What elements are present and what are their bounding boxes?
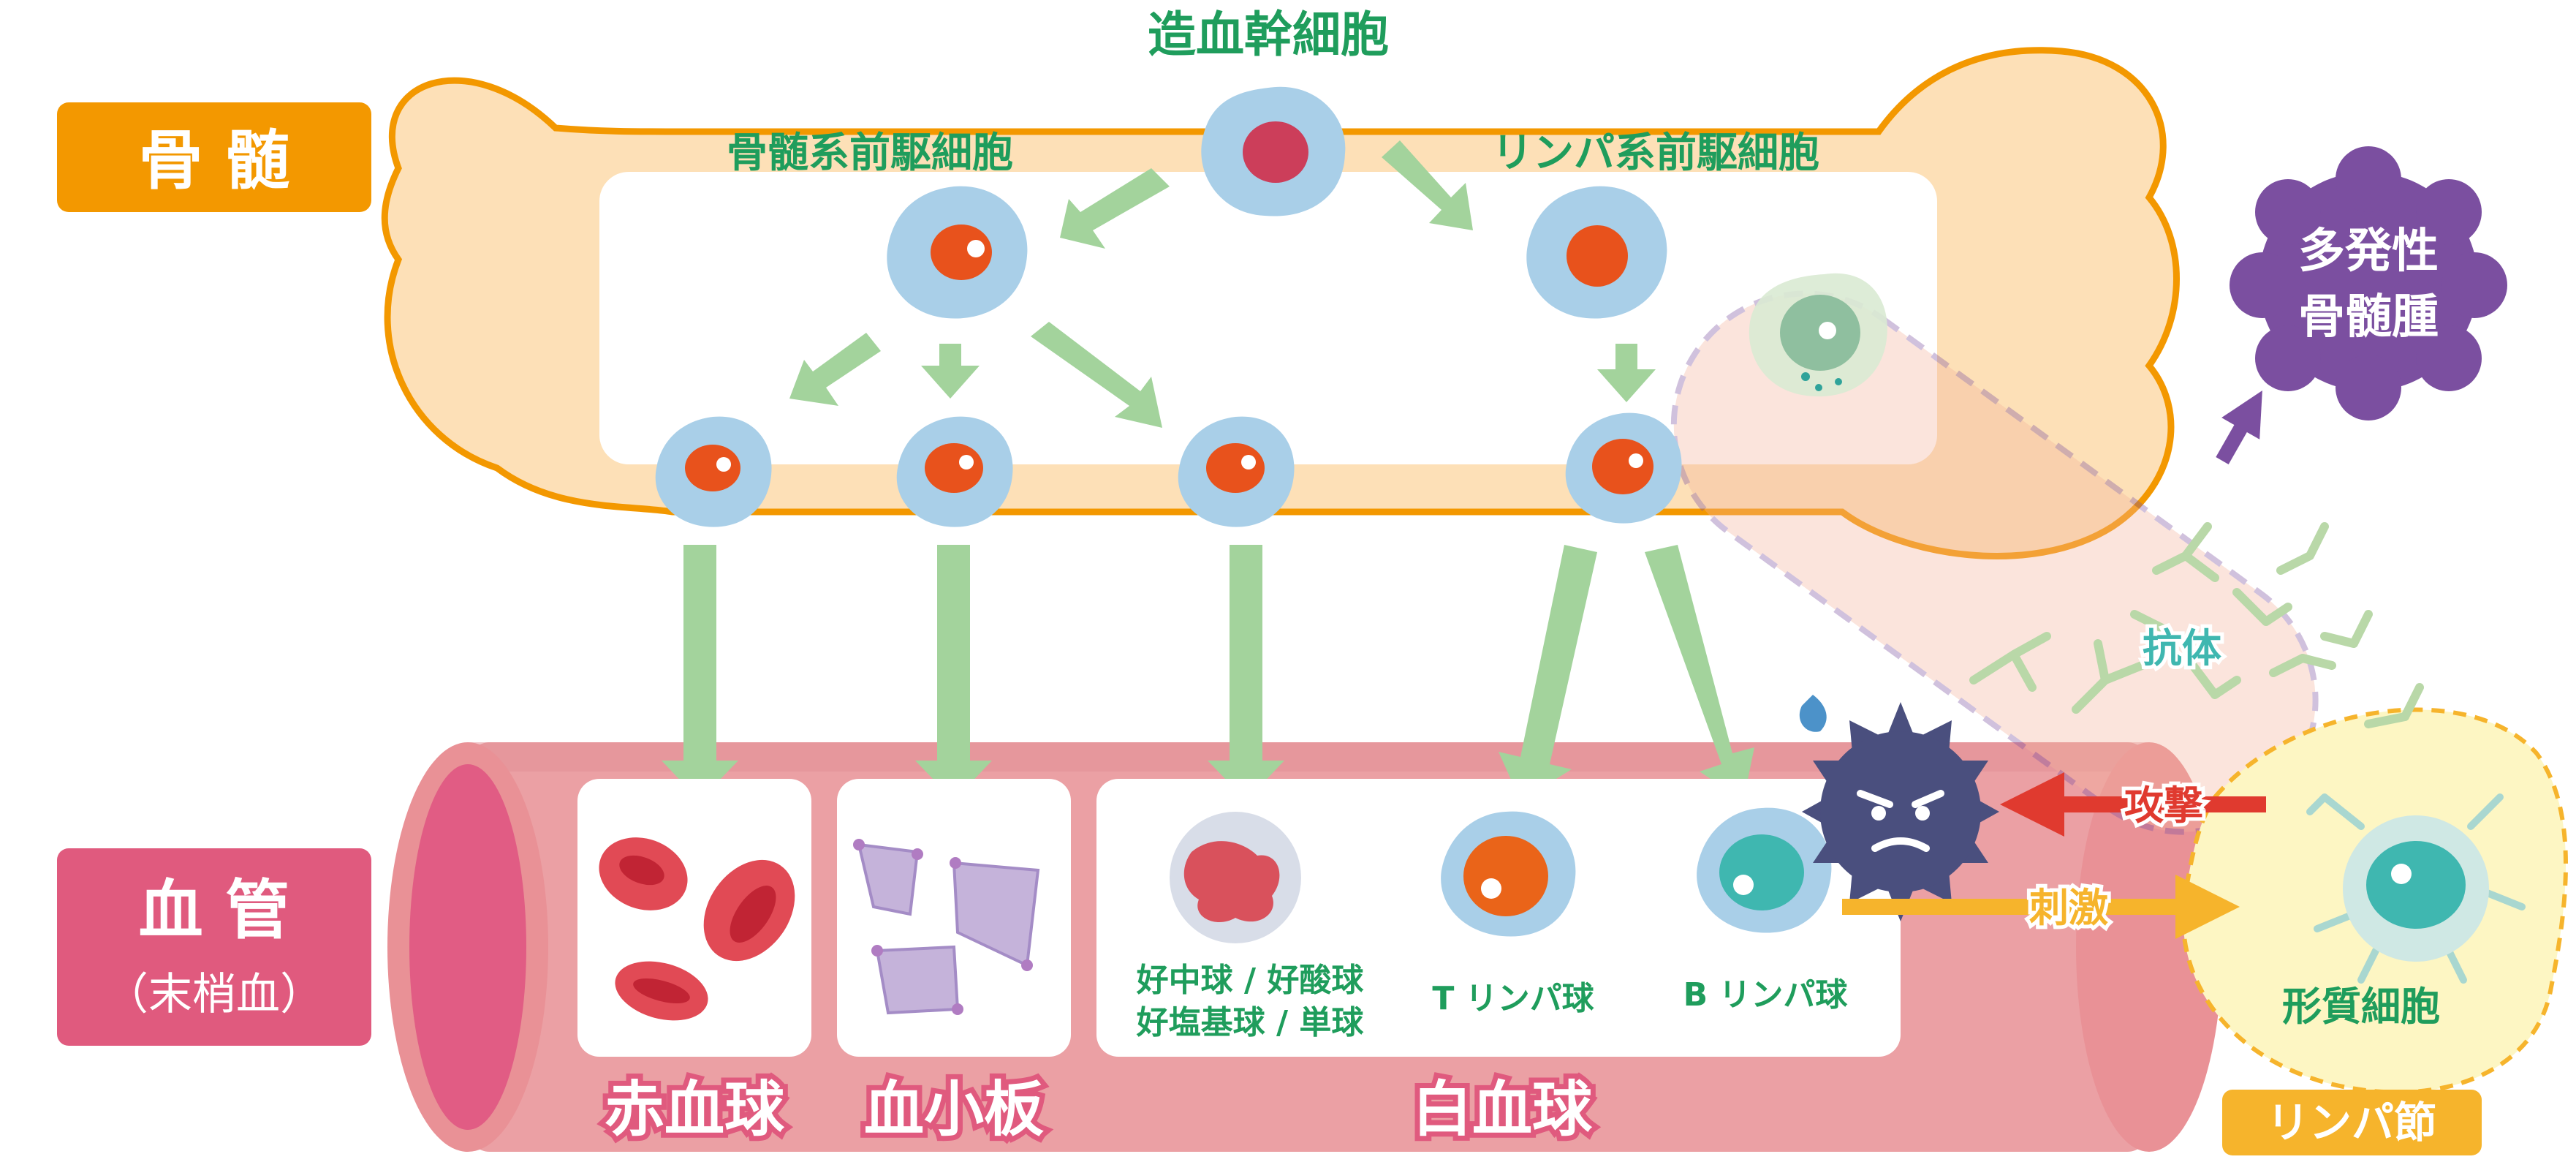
lymphoid-progenitor-cell <box>1526 186 1667 319</box>
platelet-card <box>837 779 1071 1057</box>
b-cell-label: B リンパ球 <box>1683 976 1849 1014</box>
myeloid-cell-3 <box>1178 416 1295 527</box>
t-cell-label: T リンパ球 <box>1432 980 1594 1017</box>
vessel-tag <box>57 848 371 1046</box>
marrow-label: 骨 髄 <box>139 123 290 198</box>
vessel-sub-label: （末梢血） <box>105 969 324 1020</box>
platelet-group-label: 血小板 <box>864 1075 1044 1144</box>
lymph-node-label: リンパ節 <box>2267 1098 2436 1147</box>
platelets <box>853 839 1040 1015</box>
myeloid-progenitor-cell <box>887 186 1028 319</box>
stem-cell <box>1201 86 1346 216</box>
stem-cell-label: 造血幹細胞 <box>1148 7 1389 63</box>
granulocytes-label-line1: 好中球 / 好酸球 <box>1136 962 1365 999</box>
t-lymphocyte <box>1441 811 1576 937</box>
granulocytes-label-line2: 好塩基球 / 単球 <box>1136 1004 1365 1041</box>
wbc-group-label: 白血球 <box>1412 1075 1593 1144</box>
myeloid-progenitor-label: 骨髄系前駆細胞 <box>727 129 1013 177</box>
maturation-arrows <box>662 545 1754 801</box>
attack-label: 攻撃 <box>2124 782 2203 829</box>
myeloma-badge <box>2230 146 2507 420</box>
myeloma-label-line2: 骨髄腫 <box>2298 290 2439 344</box>
lymphoid-cell <box>1565 412 1682 524</box>
rbc-group-label: 赤血球 <box>605 1075 785 1144</box>
marrow-tag <box>57 102 371 212</box>
myeloma-label-line1: 多発性 <box>2298 225 2439 279</box>
myeloma-arrow <box>2216 390 2262 464</box>
myeloma-cell <box>1749 273 1887 397</box>
lymph-node-tag <box>2222 1090 2482 1155</box>
pathogen-icon <box>1799 695 1999 921</box>
vessel-label: 血 管 <box>139 872 290 948</box>
antibody-label: 抗体 <box>2143 625 2221 671</box>
b-lymphocyte <box>1697 807 1832 933</box>
granulocyte-cell <box>1170 812 1301 943</box>
myeloid-cell-2 <box>896 416 1013 527</box>
plasma-cell-label: 形質細胞 <box>2282 984 2440 1030</box>
progenitor-arrows <box>789 140 1656 428</box>
antibodies <box>1969 522 2424 728</box>
stimulate-label: 刺激 <box>2029 885 2108 931</box>
red-blood-cells <box>599 837 795 1021</box>
myeloma-region <box>1670 290 2319 835</box>
myeloid-cell-1 <box>655 416 772 527</box>
lymphoid-progenitor-label: リンパ系前駆細胞 <box>1492 129 1819 177</box>
plasma-cell <box>2306 793 2526 984</box>
